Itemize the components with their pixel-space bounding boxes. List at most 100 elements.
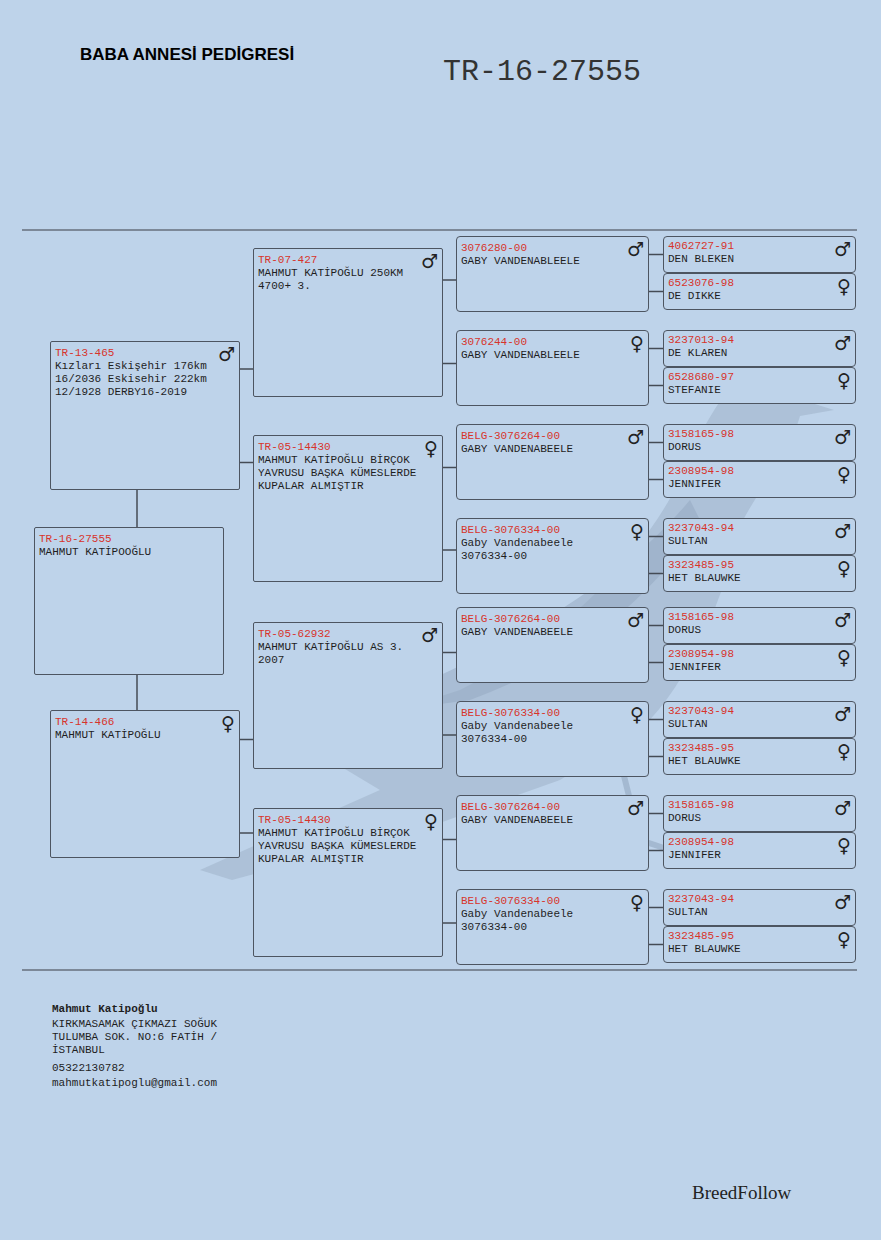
bird-note: Gaby Vandenabeele 3076334-00 bbox=[457, 908, 648, 938]
ring-number: TR-13-465 bbox=[51, 342, 239, 360]
bird-note: JENNIFER bbox=[664, 478, 855, 495]
owner-email: mahmutkatipoglu@gmail.com bbox=[52, 1077, 272, 1090]
pedigree-link bbox=[649, 944, 663, 946]
pedigree-box: 3237043-94SULTAN♂ bbox=[663, 701, 856, 738]
pedigree-box: TR-13-465Kızları Eskişehir 176km 16/2036… bbox=[50, 341, 240, 490]
bird-note: JENNIFER bbox=[664, 849, 855, 866]
pedigree-box: 2308954-98JENNIFER♀ bbox=[663, 832, 856, 869]
pedigree-link bbox=[649, 291, 663, 293]
sex-symbol: ♂ bbox=[421, 251, 438, 271]
pedigree-link bbox=[240, 832, 253, 834]
ring-number: 3323485-95 bbox=[664, 556, 855, 572]
pedigree-link bbox=[649, 536, 663, 538]
pedigree-link bbox=[649, 662, 663, 664]
pedigree-box: 3323485-95HET BLAUWKE♀ bbox=[663, 738, 856, 775]
pedigree-box: 3158165-98DORUS♂ bbox=[663, 795, 856, 832]
pedigree-link bbox=[649, 850, 663, 852]
ring-number: 2308954-98 bbox=[664, 833, 855, 849]
bird-note: MAHMUT KATİPOĞLU BİRÇOK YAVRUSU BAŞKA KÜ… bbox=[254, 827, 442, 870]
bird-note: MAHMUT KATİPOĞLU 250KM 4700+ 3. bbox=[254, 267, 442, 297]
ring-number: 3076280-00 bbox=[457, 237, 648, 255]
ring-number: BELG-3076264-00 bbox=[457, 796, 648, 814]
pedigree-box: TR-05-62932MAHMUT KATİPOĞLU AS 3. 2007♂ bbox=[253, 622, 443, 769]
bird-note: STEFANIE bbox=[664, 384, 855, 401]
sex-symbol: ♂ bbox=[834, 704, 851, 724]
sex-symbol: ♀ bbox=[837, 276, 851, 296]
pedigree-link bbox=[649, 442, 663, 444]
pedigree-link bbox=[443, 363, 456, 365]
ring-number: TR-14-466 bbox=[51, 711, 239, 729]
ring-number: 3158165-98 bbox=[664, 608, 855, 624]
page-title: BABA ANNESİ PEDİGRESİ bbox=[80, 45, 294, 65]
sex-symbol: ♀ bbox=[837, 558, 851, 578]
sex-symbol: ♂ bbox=[834, 333, 851, 353]
pedigree-box: 3158165-98DORUS♂ bbox=[663, 607, 856, 644]
sex-symbol: ♂ bbox=[834, 798, 851, 818]
bird-note: DORUS bbox=[664, 624, 855, 641]
ring-number: TR-07-427 bbox=[254, 249, 442, 267]
pedigree-box: BELG-3076264-00GABY VANDENABEELE♂ bbox=[456, 607, 649, 683]
sex-symbol: ♀ bbox=[837, 370, 851, 390]
pedigree-box: 6528680-97STEFANIE♀ bbox=[663, 367, 856, 404]
pedigree-box: 3323485-95HET BLAUWKE♀ bbox=[663, 926, 856, 963]
ring-number: 4062727-91 bbox=[664, 237, 855, 253]
bird-note: GABY VANDENABLEELE bbox=[457, 255, 648, 272]
pedigree-link bbox=[649, 348, 663, 350]
bird-note: MAHMUT KATİPOĞLU BİRÇOK YAVRUSU BAŞKA KÜ… bbox=[254, 454, 442, 497]
sex-symbol: ♂ bbox=[834, 239, 851, 259]
ring-number: TR-16-27555 bbox=[35, 528, 223, 546]
bird-note: GABY VANDENABEELE bbox=[457, 814, 648, 831]
bird-note: HET BLAUWKE bbox=[664, 572, 855, 589]
sex-symbol: ♂ bbox=[834, 521, 851, 541]
pedigree-box: 3076244-00GABY VANDENABLEELE♀ bbox=[456, 330, 649, 406]
pedigree-link bbox=[443, 652, 456, 654]
ring-number: TR-05-14430 bbox=[254, 809, 442, 827]
ring-number: 3237043-94 bbox=[664, 702, 855, 718]
bird-note: GABY VANDENABEELE bbox=[457, 443, 648, 460]
pedigree-link bbox=[649, 479, 663, 481]
pedigree-box: 3076280-00GABY VANDENABLEELE♂ bbox=[456, 236, 649, 312]
bird-note: SULTAN bbox=[664, 906, 855, 923]
ring-number: BELG-3076334-00 bbox=[457, 519, 648, 537]
pedigree-link bbox=[649, 719, 663, 721]
bird-note: Kızları Eskişehir 176km 16/2036 Eskisehi… bbox=[51, 360, 239, 403]
bird-note: DORUS bbox=[664, 441, 855, 458]
sex-symbol: ♀ bbox=[837, 929, 851, 949]
ring-number: BELG-3076334-00 bbox=[457, 702, 648, 720]
ring-number: 3237043-94 bbox=[664, 890, 855, 906]
sex-symbol: ♀ bbox=[837, 835, 851, 855]
bird-note: MAHMUT KATİPOĞLU bbox=[51, 729, 239, 746]
sex-symbol: ♀ bbox=[837, 741, 851, 761]
bird-note: GABY VANDENABEELE bbox=[457, 626, 648, 643]
bird-note: MAHMUT KATİPOOĞLU bbox=[35, 546, 223, 563]
ring-number: 2308954-98 bbox=[664, 462, 855, 478]
brand-mark: BreedFollow bbox=[692, 1181, 852, 1204]
sex-symbol: ♀ bbox=[221, 713, 235, 733]
bird-note: MAHMUT KATİPOĞLU AS 3. 2007 bbox=[254, 641, 442, 671]
sex-symbol: ♀ bbox=[630, 704, 644, 724]
sex-symbol: ♂ bbox=[834, 610, 851, 630]
pedigree-box: BELG-3076334-00Gaby Vandenabeele 3076334… bbox=[456, 701, 649, 777]
pedigree-link bbox=[443, 839, 456, 841]
owner-name: Mahmut Katipoğlu bbox=[52, 1003, 252, 1016]
sex-symbol: ♂ bbox=[834, 427, 851, 447]
bird-note: DORUS bbox=[664, 812, 855, 829]
owner-address: KIRKMASAMAK ÇIKMAZI SOĞUK TULUMBA SOK. N… bbox=[52, 1018, 230, 1057]
sex-symbol: ♂ bbox=[627, 239, 644, 259]
ring-number: 3323485-95 bbox=[664, 927, 855, 943]
pedigree-link bbox=[443, 549, 456, 551]
sex-symbol: ♀ bbox=[424, 811, 438, 831]
pedigree-box: BELG-3076264-00GABY VANDENABEELE♂ bbox=[456, 424, 649, 500]
ring-number: 3158165-98 bbox=[664, 796, 855, 812]
ring-number: BELG-3076264-00 bbox=[457, 425, 648, 443]
ring-number: TR-05-14430 bbox=[254, 436, 442, 454]
sex-symbol: ♂ bbox=[627, 427, 644, 447]
pedigree-box: TR-07-427MAHMUT KATİPOĞLU 250KM 4700+ 3.… bbox=[253, 248, 443, 397]
bird-note: DE KLAREN bbox=[664, 347, 855, 364]
pedigree-box: 2308954-98JENNIFER♀ bbox=[663, 644, 856, 681]
pedigree-link bbox=[443, 922, 456, 924]
pedigree-link bbox=[240, 368, 253, 370]
pedigree-box: TR-05-14430MAHMUT KATİPOĞLU BİRÇOK YAVRU… bbox=[253, 435, 443, 582]
pedigree-link bbox=[240, 462, 253, 464]
pedigree-link bbox=[136, 675, 138, 710]
